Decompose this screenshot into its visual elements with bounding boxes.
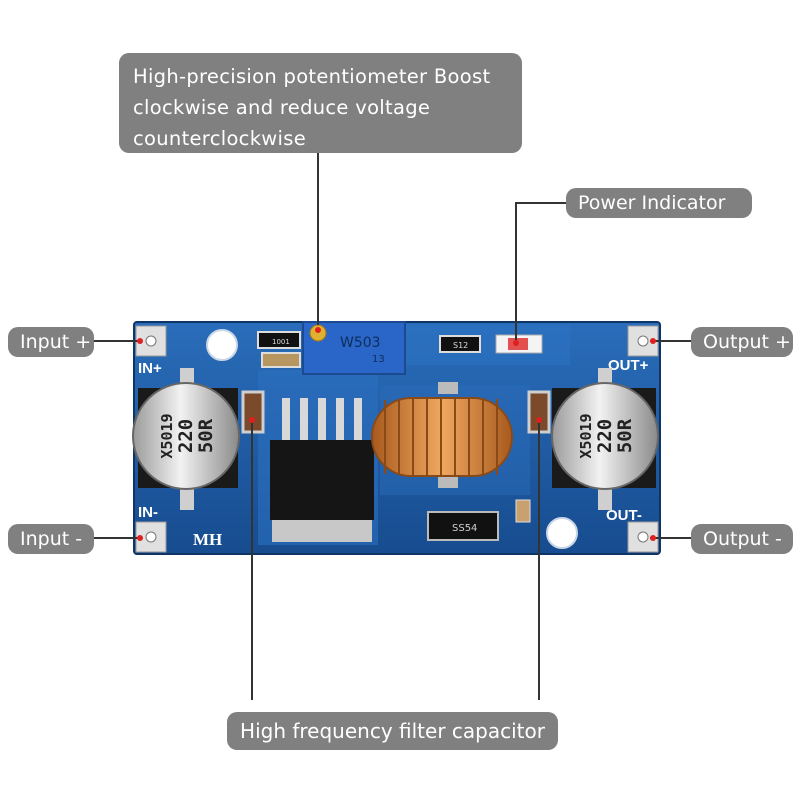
terminal-in-minus xyxy=(135,521,167,553)
mounting-hole xyxy=(206,329,238,361)
mounting-hole xyxy=(546,517,578,549)
label-in-plus: IN+ xyxy=(138,360,162,377)
regulator-ic xyxy=(270,398,374,542)
cap-label-line3: 50R xyxy=(614,418,636,453)
output-minus-callout: Output - xyxy=(691,524,793,554)
cap-label-line2: 220 xyxy=(594,419,616,453)
filter-capacitor-callout: High frequency filter capacitor xyxy=(227,712,558,750)
schottky-diode: SS54 xyxy=(427,511,499,541)
cap-label-line1: X5019 xyxy=(577,413,595,458)
label-in-minus: IN- xyxy=(138,504,158,521)
input-plus-callout: Input + xyxy=(8,327,94,357)
label-out-minus: OUT- xyxy=(606,507,642,524)
resistor-code: 1001 xyxy=(272,338,290,346)
power-indicator-led xyxy=(495,334,543,354)
pot-sub: 13 xyxy=(372,354,385,365)
terminal-in-plus xyxy=(135,325,167,357)
leader-lines xyxy=(94,153,691,700)
pointer-dots xyxy=(137,327,656,541)
cap-label-line1: X5019 xyxy=(158,413,176,458)
power-indicator-callout: Power Indicator xyxy=(566,188,752,218)
input-capacitor: X5019 220 50R xyxy=(132,368,240,510)
toroid-inductor xyxy=(371,382,513,488)
resistor-code: S12 xyxy=(453,341,468,350)
output-plus-callout: Output + xyxy=(691,327,793,357)
output-capacitor: X5019 220 50R xyxy=(551,368,659,510)
cap-label-line3: 50R xyxy=(195,418,217,453)
cap-label-line2: 220 xyxy=(175,419,197,453)
smd-resistor: S12 xyxy=(439,335,481,353)
pot-code: W503 xyxy=(340,335,381,351)
label-maker: MH xyxy=(193,530,222,549)
terminal-out-minus xyxy=(627,521,659,553)
smd-resistor: 1001 xyxy=(257,331,301,349)
input-minus-callout: Input - xyxy=(8,524,94,554)
label-out-plus: OUT+ xyxy=(608,357,649,374)
diode-code: SS54 xyxy=(452,523,477,534)
potentiometer-callout: High-precision potentiometer Boost clock… xyxy=(119,53,522,153)
terminal-out-plus xyxy=(627,325,659,357)
